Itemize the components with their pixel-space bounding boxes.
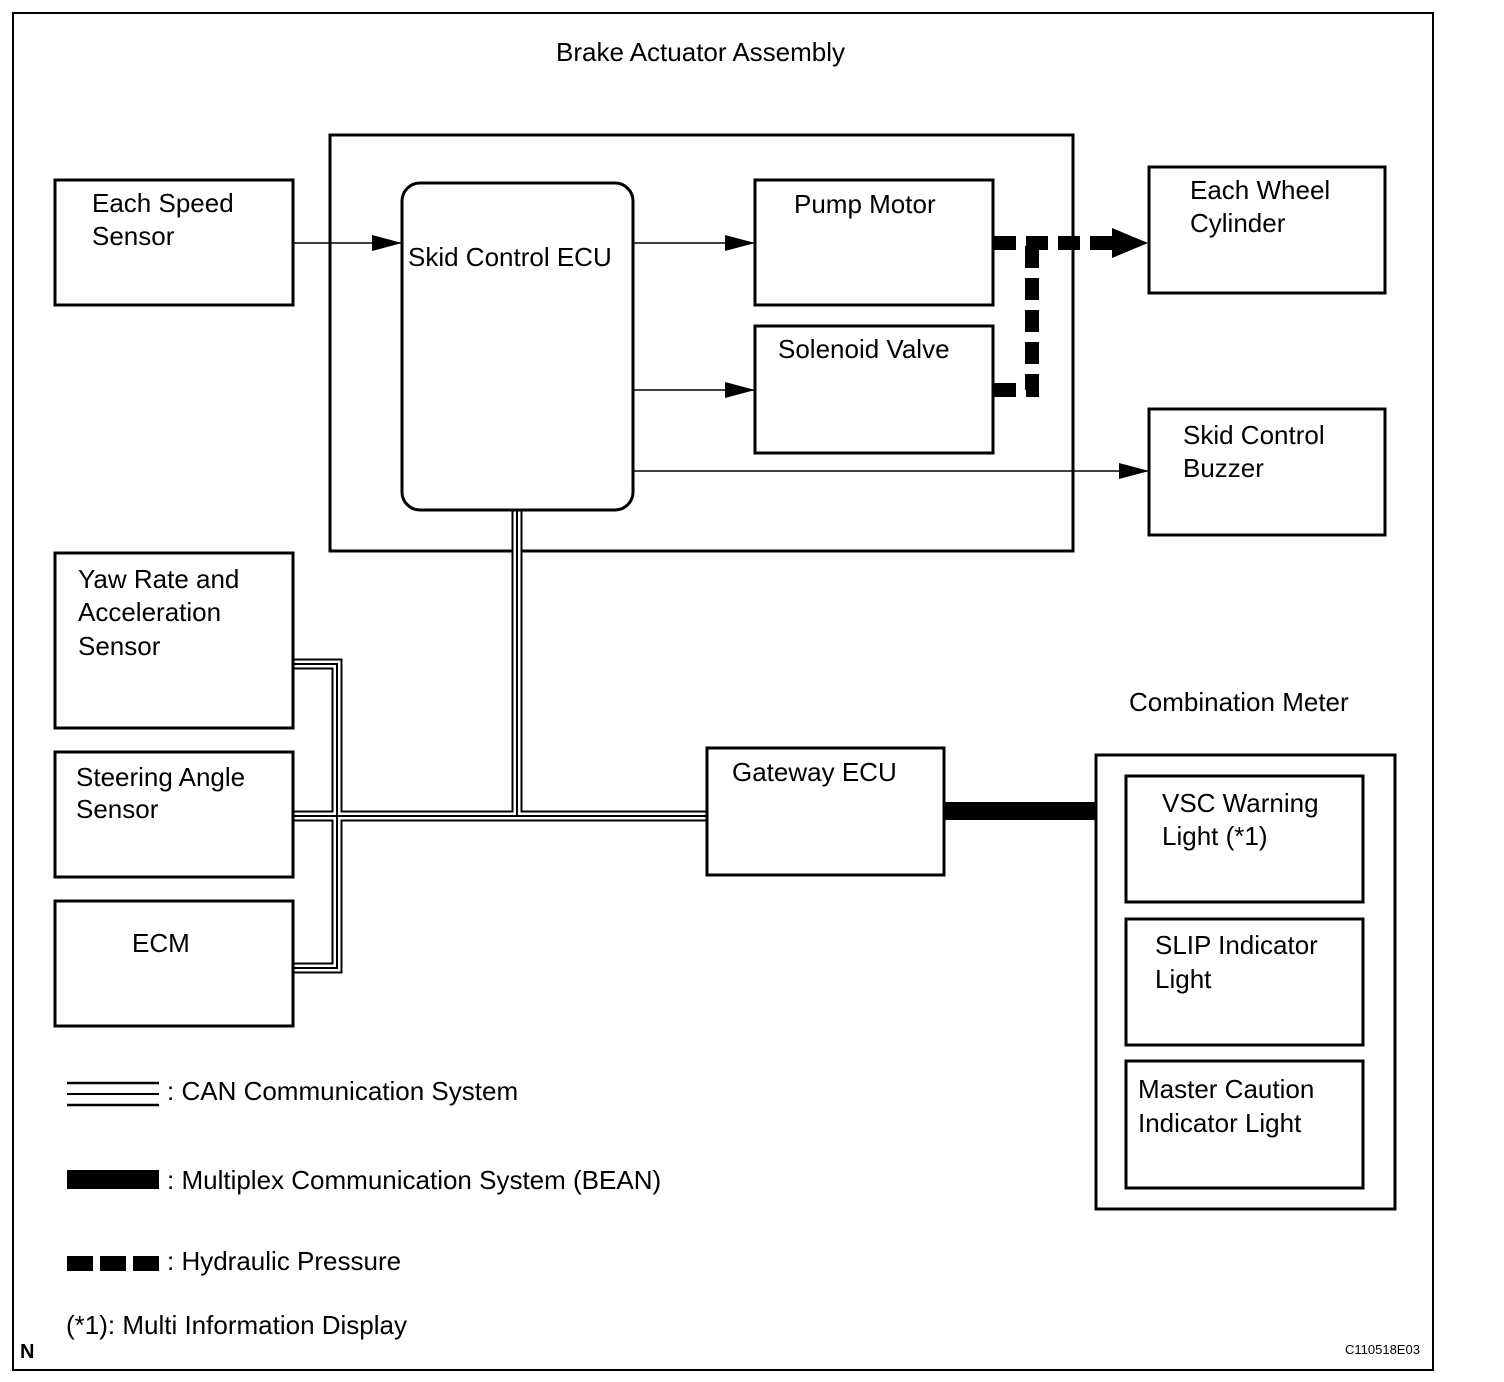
hydraulic-arrow-head (1112, 228, 1148, 258)
yaw-rate-sensor-label-1: Yaw Rate and (78, 564, 239, 594)
skid-control-ecu-block: Skid Control ECU (400, 181, 635, 512)
solenoid-valve-label: Solenoid Valve (778, 334, 950, 364)
pump-motor-block: Pump Motor (753, 178, 995, 307)
each-speed-sensor-label-1: Each Speed (92, 188, 234, 218)
combination-meter-title: Combination Meter (1129, 687, 1349, 717)
skid-control-buzzer-block: Skid Control Buzzer (1147, 407, 1387, 537)
can-bus-lines (294, 510, 706, 974)
skid-control-buzzer-label-1: Skid Control (1183, 420, 1325, 450)
vsc-warning-light-block: VSC Warning Light (*1) (1124, 774, 1365, 904)
ecm-label: ECM (132, 928, 190, 958)
steering-angle-sensor-block: Steering Angle Sensor (53, 750, 295, 879)
steering-angle-sensor-label-1: Steering Angle (76, 762, 245, 792)
vsc-warning-light-label-2: Light (*1) (1162, 821, 1268, 851)
each-wheel-cylinder-label-1: Each Wheel (1190, 175, 1330, 205)
legend-can-label: : CAN Communication System (167, 1076, 518, 1106)
gateway-ecu-block: Gateway ECU (705, 746, 946, 877)
corner-mark: N (20, 1341, 34, 1363)
brake-actuator-assembly-title: Brake Actuator Assembly (556, 37, 845, 67)
yaw-rate-sensor-block: Yaw Rate and Acceleration Sensor (53, 551, 295, 730)
figure-code: C110518E03 (1345, 1342, 1420, 1357)
legend-hydraulic-symbol (67, 1256, 159, 1271)
each-speed-sensor-label-2: Sensor (92, 221, 175, 251)
legend-bean-symbol (67, 1170, 159, 1189)
gateway-ecu-label: Gateway ECU (732, 757, 897, 787)
legend: : CAN Communication System : Multiplex C… (67, 1076, 661, 1276)
ecm-block: ECM (53, 899, 295, 1028)
steering-angle-sensor-label-2: Sensor (76, 794, 159, 824)
yaw-rate-sensor-label-3: Sensor (78, 631, 161, 661)
signal-arrows (294, 235, 1149, 479)
legend-can-symbol (67, 1081, 159, 1107)
master-caution-light-block: Master Caution Indicator Light (1124, 1059, 1365, 1190)
each-wheel-cylinder-block: Each Wheel Cylinder (1147, 165, 1387, 295)
legend-hydraulic-label: : Hydraulic Pressure (167, 1246, 401, 1276)
master-caution-light-label-2: Indicator Light (1138, 1108, 1302, 1138)
footnote: (*1): Multi Information Display (66, 1310, 407, 1340)
master-caution-light-label-1: Master Caution (1138, 1074, 1314, 1104)
hydraulic-lines (994, 228, 1148, 397)
diagram-frame (12, 12, 1434, 1371)
skid-control-buzzer-label-2: Buzzer (1183, 453, 1264, 483)
slip-indicator-light-block: SLIP Indicator Light (1124, 917, 1365, 1047)
each-wheel-cylinder-label-2: Cylinder (1190, 208, 1286, 238)
pump-motor-label: Pump Motor (794, 189, 936, 219)
each-speed-sensor-block: Each Speed Sensor (53, 178, 295, 307)
slip-indicator-light-label-2: Light (1155, 964, 1212, 994)
slip-indicator-light-label-1: SLIP Indicator (1155, 930, 1318, 960)
yaw-rate-sensor-label-2: Acceleration (78, 597, 221, 627)
legend-bean-label: : Multiplex Communication System (BEAN) (167, 1165, 661, 1195)
vsc-warning-light-label-1: VSC Warning (1162, 788, 1319, 818)
solenoid-valve-block: Solenoid Valve (753, 324, 995, 455)
skid-control-ecu-label: Skid Control ECU (408, 242, 612, 272)
